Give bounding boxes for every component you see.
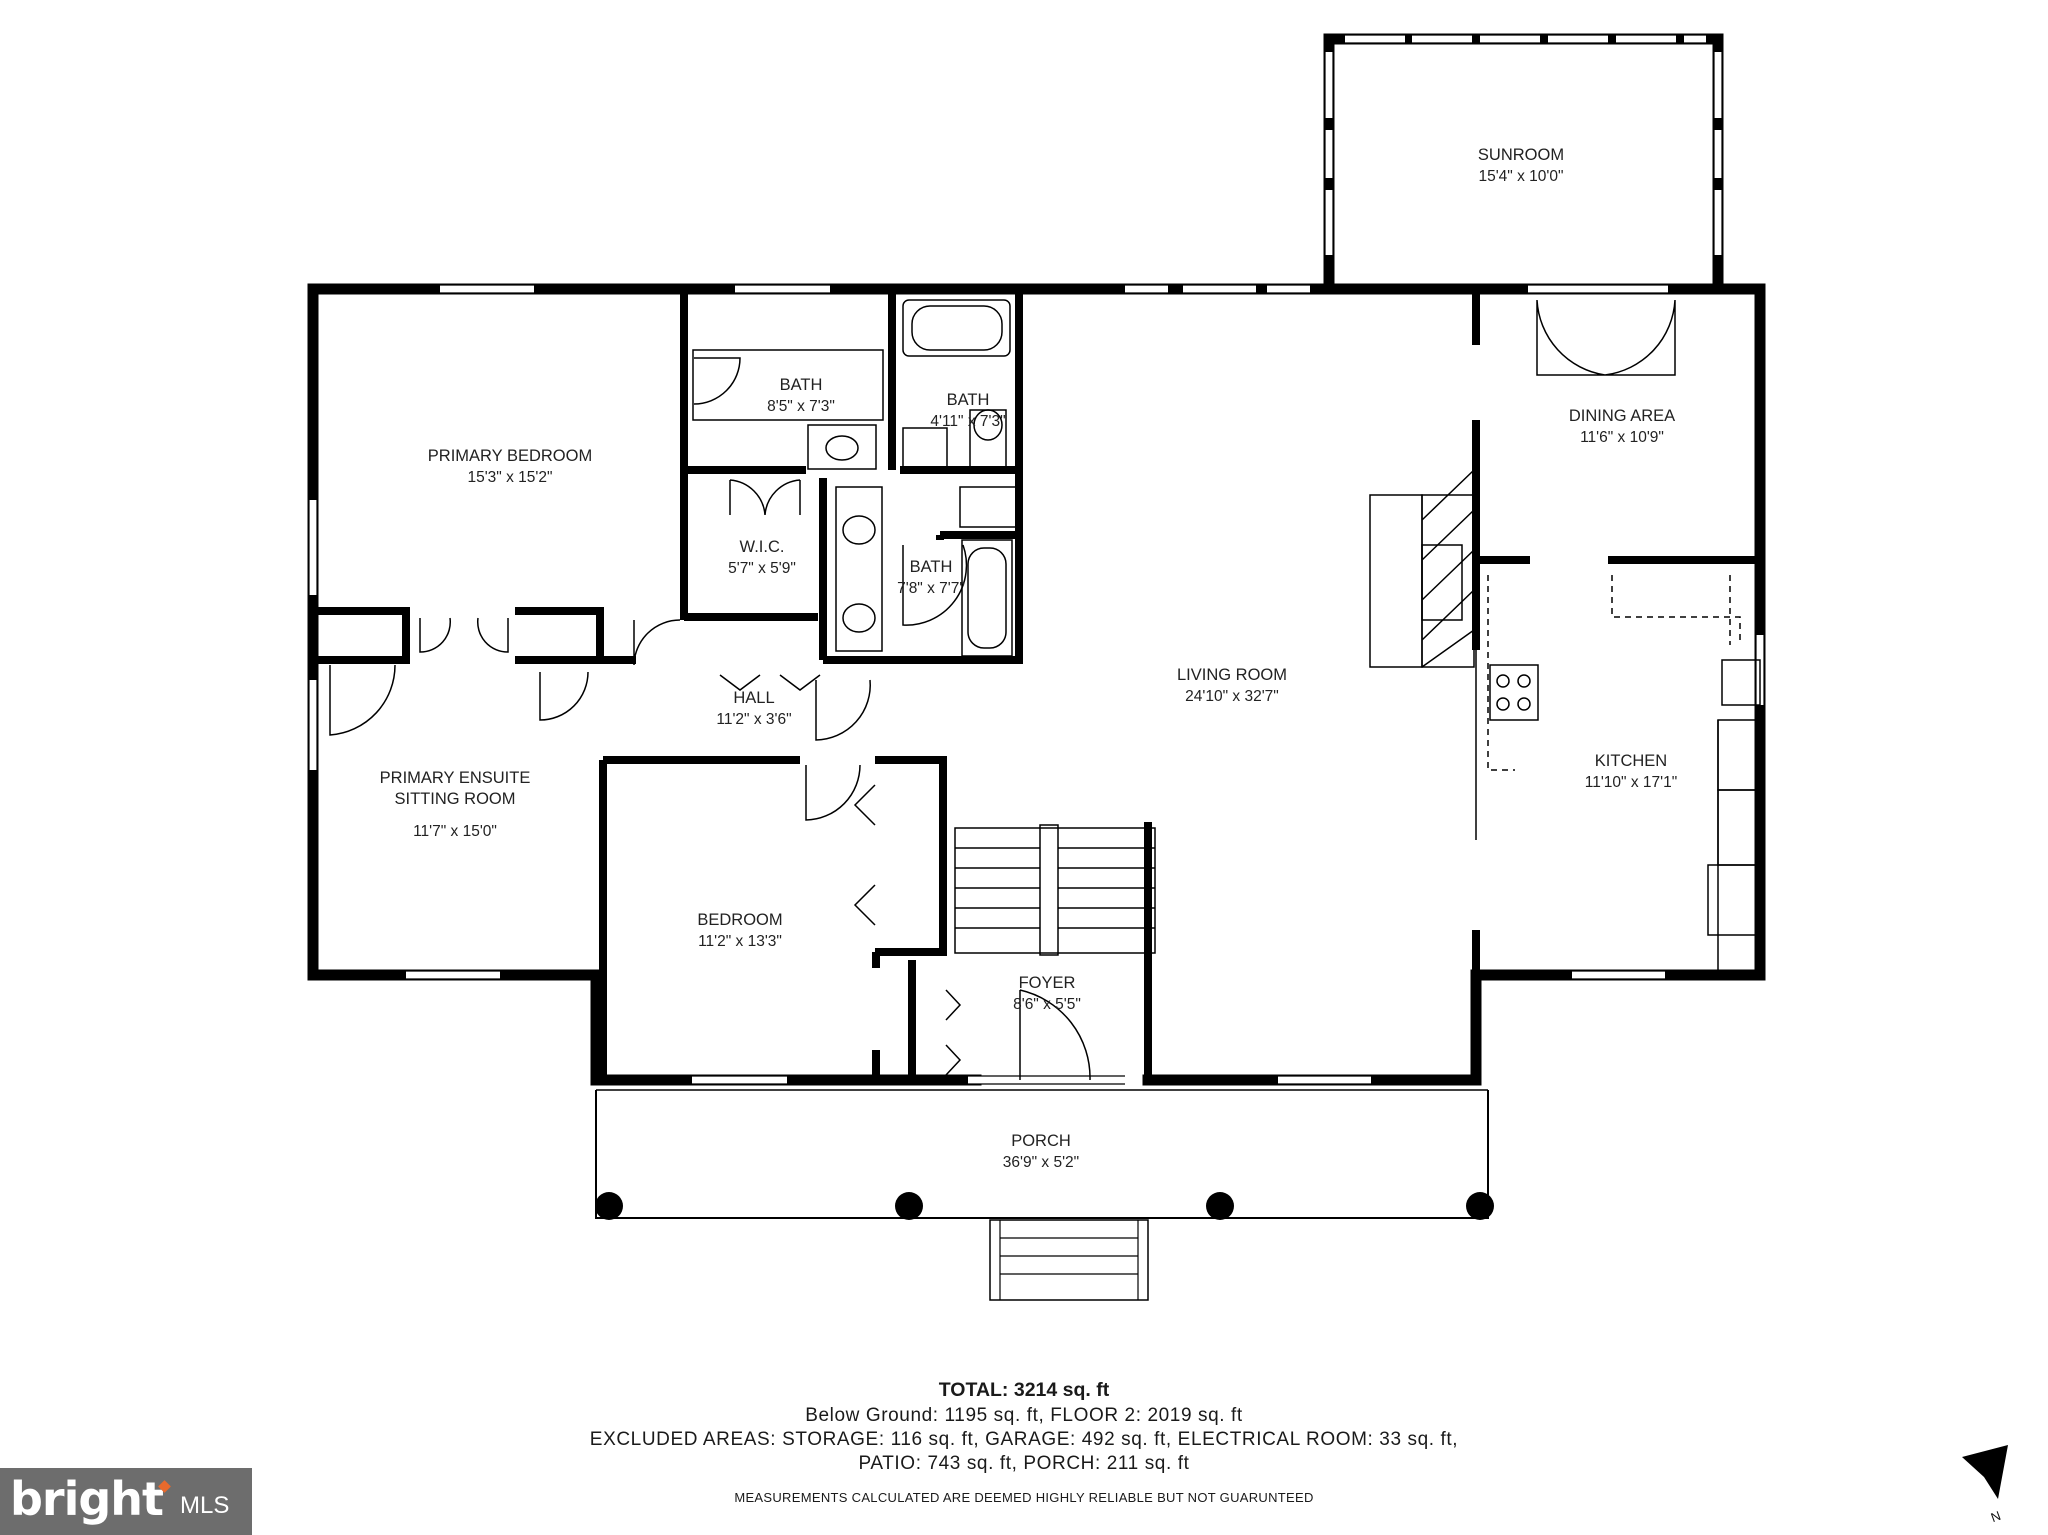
sitting-room-label-1: PRIMARY ENSUITE: [380, 769, 531, 787]
hall-label: HALL: [733, 689, 774, 707]
primary-bedroom-dims: 15'3" x 15'2": [467, 469, 552, 486]
wic-label: W.I.C.: [740, 538, 785, 556]
porch: [595, 1089, 1494, 1301]
door-swings: [329, 357, 1091, 1081]
porch-dims: 36'9" x 5'2": [1003, 1154, 1079, 1171]
north-arrow-icon: [1962, 1445, 2008, 1499]
foyer-dims: 8'6" x 5'5": [1013, 996, 1081, 1013]
dining-area-dims: 11'6" x 10'9": [1580, 429, 1664, 446]
bath-1-label: BATH: [780, 376, 823, 394]
wic-dims: 5'7" x 5'9": [728, 560, 796, 577]
exterior-walls: [307, 283, 1766, 1086]
total-area: TOTAL: 3214 sq. ft: [938, 1379, 1110, 1401]
kitchen-dims: 11'10" x 17'1": [1585, 774, 1677, 791]
foyer-label: FOYER: [1019, 974, 1076, 992]
bath-3-dims: 7'8" x 7'7": [897, 580, 965, 597]
primary-bedroom-label: PRIMARY BEDROOM: [428, 447, 592, 465]
fireplace: [1369, 469, 1475, 668]
dining-area-label: DINING AREA: [1569, 407, 1675, 425]
measurement-disclaimer: MEASUREMENTS CALCULATED ARE DEEMED HIGHL…: [734, 1490, 1314, 1505]
excluded-areas-line-1: EXCLUDED AREAS: STORAGE: 116 sq. ft, GAR…: [589, 1429, 1459, 1450]
porch-label: PORCH: [1011, 1132, 1071, 1150]
excluded-areas-line-2: PATIO: 743 sq. ft, PORCH: 211 sq. ft: [858, 1453, 1190, 1474]
sunroom-dims: 15'4" x 10'0": [1478, 168, 1563, 185]
bath-3-label: BATH: [910, 558, 953, 576]
bedroom-dims: 11'2" x 13'3": [698, 933, 782, 950]
brand-sub: MLS: [180, 1492, 230, 1519]
bath-2-dims: 4'11" x 7'3": [930, 413, 1005, 430]
interior-walls: [313, 289, 1760, 1080]
bath-2-label: BATH: [947, 391, 990, 409]
bath-fixtures: [692, 299, 1676, 657]
living-room-label: LIVING ROOM: [1177, 666, 1287, 684]
sitting-room-dims: 11'7" x 15'0": [413, 823, 497, 840]
bedroom-label: BEDROOM: [697, 911, 782, 929]
sitting-room-label-2: SITTING ROOM: [395, 790, 516, 808]
floor-areas: Below Ground: 1195 sq. ft, FLOOR 2: 2019…: [805, 1405, 1243, 1426]
kitchen-fixtures: [1487, 575, 1761, 975]
sunroom: [1323, 33, 1724, 288]
brand-name: bright: [10, 1472, 164, 1526]
stairs: [954, 824, 1156, 956]
exterior-windows: [308, 284, 1765, 1085]
living-room-dims: 24'10" x 32'7": [1185, 688, 1279, 705]
bright-mls-logo: bright MLS: [0, 1468, 252, 1535]
room-labels: SUNROOM 15'4" x 10'0" PRIMARY BEDROOM 15…: [380, 146, 1678, 1171]
sunroom-label: SUNROOM: [1478, 146, 1564, 164]
kitchen-label: KITCHEN: [1595, 752, 1667, 770]
hall-dims: 11'2" x 3'6": [716, 711, 791, 728]
bath-1-dims: 8'5" x 7'3": [767, 398, 835, 415]
